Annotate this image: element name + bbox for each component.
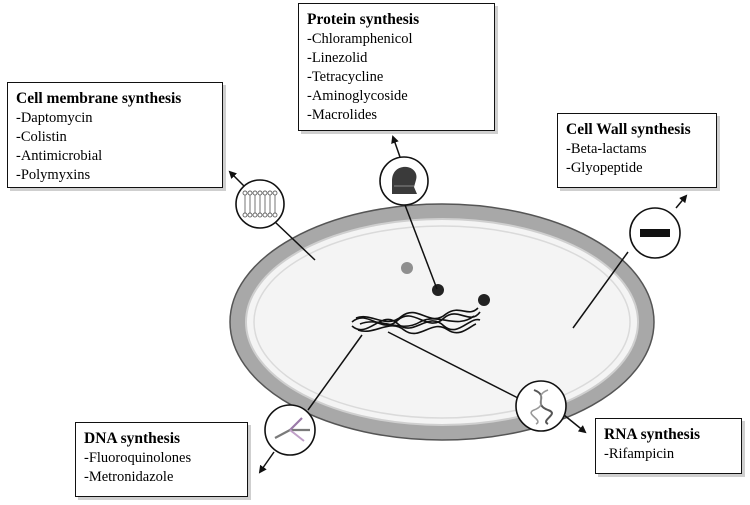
ribosome-dark-2 xyxy=(478,294,490,306)
ribosome-dark-1 xyxy=(432,284,444,296)
dna-synthesis-box: DNA synthesis -Fluoroquinolones -Metroni… xyxy=(75,422,248,497)
protein-drug-item: -Chloramphenicol xyxy=(307,31,413,47)
cytoplasm xyxy=(245,218,639,426)
membrane-connector xyxy=(274,221,316,261)
protein-drug-item: -Tetracycline xyxy=(307,69,384,85)
rna-synthesis-box: RNA synthesis -Rifampicin xyxy=(595,418,742,474)
protein-synthesis-box: Protein synthesis -Chloramphenicol -Line… xyxy=(298,3,495,131)
helix-icon xyxy=(515,380,567,432)
rna-connector xyxy=(387,331,519,399)
chromosome xyxy=(351,307,481,335)
membrane-arrow xyxy=(228,170,245,187)
cellwall-connector xyxy=(572,251,629,329)
membrane-drug-item: -Polymyxins xyxy=(16,167,91,183)
cell-membrane-synthesis-title: Cell membrane synthesis xyxy=(16,90,182,107)
ribosome-icon xyxy=(379,156,429,206)
protein-connector xyxy=(404,204,438,290)
protein-drug-item: -Aminoglycoside xyxy=(307,88,408,104)
rna-synthesis-title: RNA synthesis xyxy=(604,426,701,443)
dna-synthesis-title: DNA synthesis xyxy=(84,430,181,447)
cellwall-drug-item: -Beta-lactams xyxy=(566,141,647,157)
protein-drug-item: -Macrolides xyxy=(307,107,378,123)
rna-arrow xyxy=(563,414,587,434)
minus-bar-icon xyxy=(629,207,681,259)
cell-membrane-synthesis-box: Cell membrane synthesis -Daptomycin -Col… xyxy=(7,82,223,188)
cell-wall-synthesis-box: Cell Wall synthesis -Beta-lactams -Glyop… xyxy=(557,113,717,188)
membrane-drug-item: -Antimicrobial xyxy=(16,148,103,164)
inner-membrane-ring xyxy=(253,225,631,419)
ribosome-light xyxy=(401,262,413,274)
protein-synthesis-title: Protein synthesis xyxy=(307,11,420,28)
protein-drug-item: -Linezolid xyxy=(307,50,368,66)
y-branch-icon xyxy=(264,404,316,456)
dna-drug-item: -Fluoroquinolones xyxy=(84,450,192,466)
membrane-drug-item: -Colistin xyxy=(16,129,67,145)
dna-drug-item: -Metronidazole xyxy=(84,469,174,485)
phospholipid-bilayer-icon xyxy=(235,179,285,229)
cell-wall-synthesis-title: Cell Wall synthesis xyxy=(566,121,691,138)
cellwall-arrow xyxy=(675,194,688,209)
dna-arrow xyxy=(258,451,275,474)
dna-connector xyxy=(307,334,363,411)
cellwall-drug-item: -Glyopeptide xyxy=(566,160,643,176)
protein-arrow xyxy=(391,135,401,158)
rna-drug-item: -Rifampicin xyxy=(604,446,675,462)
membrane-drug-item: -Daptomycin xyxy=(16,110,93,126)
bacterial-cell xyxy=(229,203,655,441)
